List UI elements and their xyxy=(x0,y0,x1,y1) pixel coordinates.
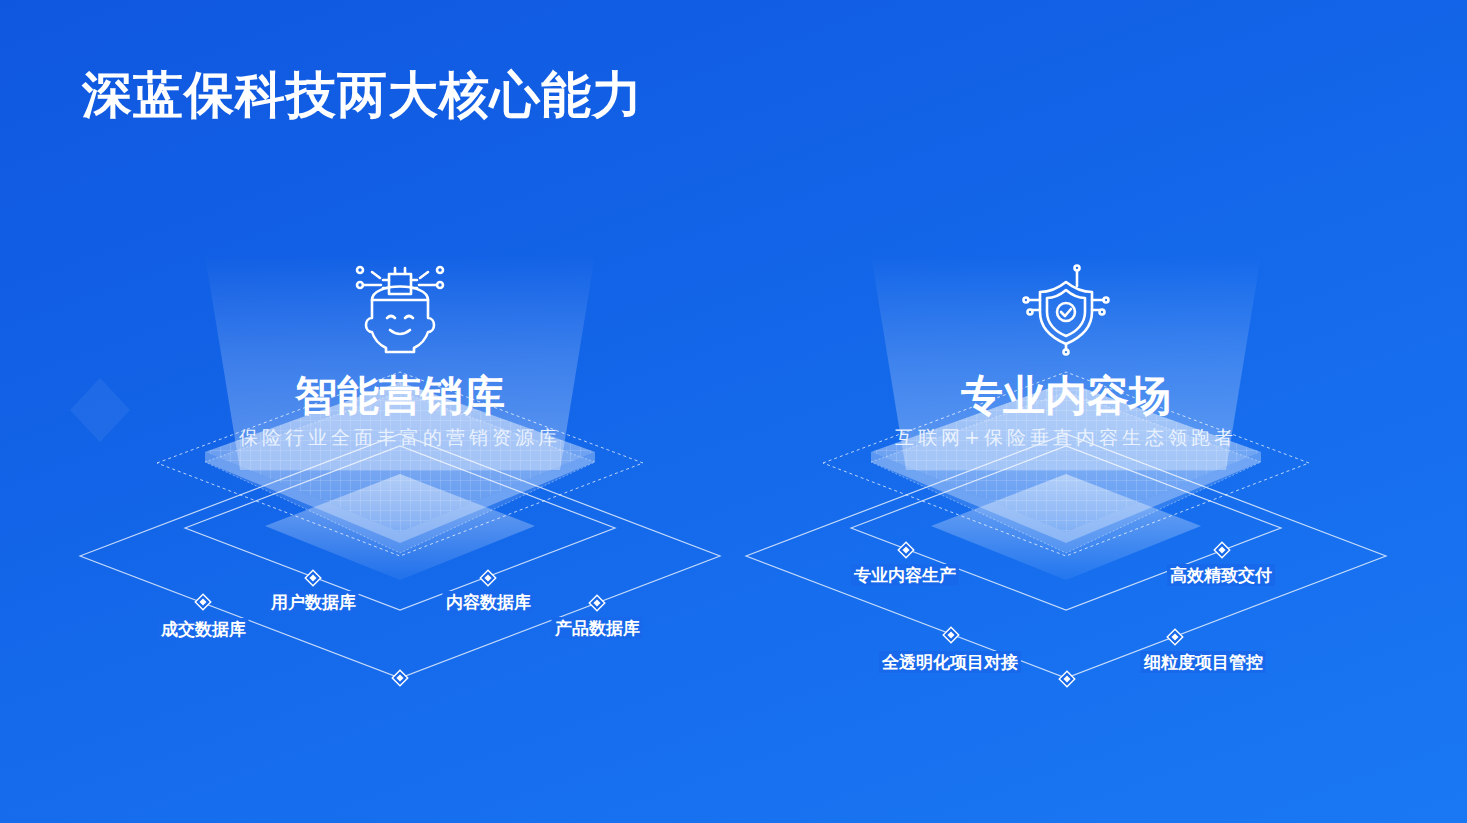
feature-label: 专业内容生产 xyxy=(851,564,959,586)
feature-label: 高效精致交付 xyxy=(1167,564,1275,586)
block-subtitle: 保险行业全面丰富的营销资源库 xyxy=(239,424,561,450)
block-subtitle: 互联网+保险垂直内容生态领跑者 xyxy=(895,424,1237,450)
ai-head-icon xyxy=(357,267,443,352)
feature-label: 全透明化项目对接 xyxy=(879,651,1021,673)
layered-platform xyxy=(746,255,1386,678)
page-title: 深蓝保科技两大核心能力 xyxy=(82,62,643,129)
capability-block: 专业内容场互联网+保险垂直内容生态领跑者 xyxy=(895,370,1237,450)
capability-block: 智能营销库保险行业全面丰富的营销资源库 xyxy=(239,370,561,450)
feature-label: 细粒度项目管控 xyxy=(1141,651,1266,673)
layered-platform xyxy=(80,255,720,678)
block-heading: 智能营销库 xyxy=(239,370,561,422)
block-heading: 专业内容场 xyxy=(895,370,1237,422)
shield-icon xyxy=(1024,266,1109,355)
glow-shape xyxy=(70,378,130,442)
feature-label: 成交数据库 xyxy=(158,618,249,640)
feature-label: 内容数据库 xyxy=(443,591,534,613)
feature-label: 用户数据库 xyxy=(268,591,359,613)
markers xyxy=(195,542,1230,687)
feature-label: 产品数据库 xyxy=(552,617,643,639)
